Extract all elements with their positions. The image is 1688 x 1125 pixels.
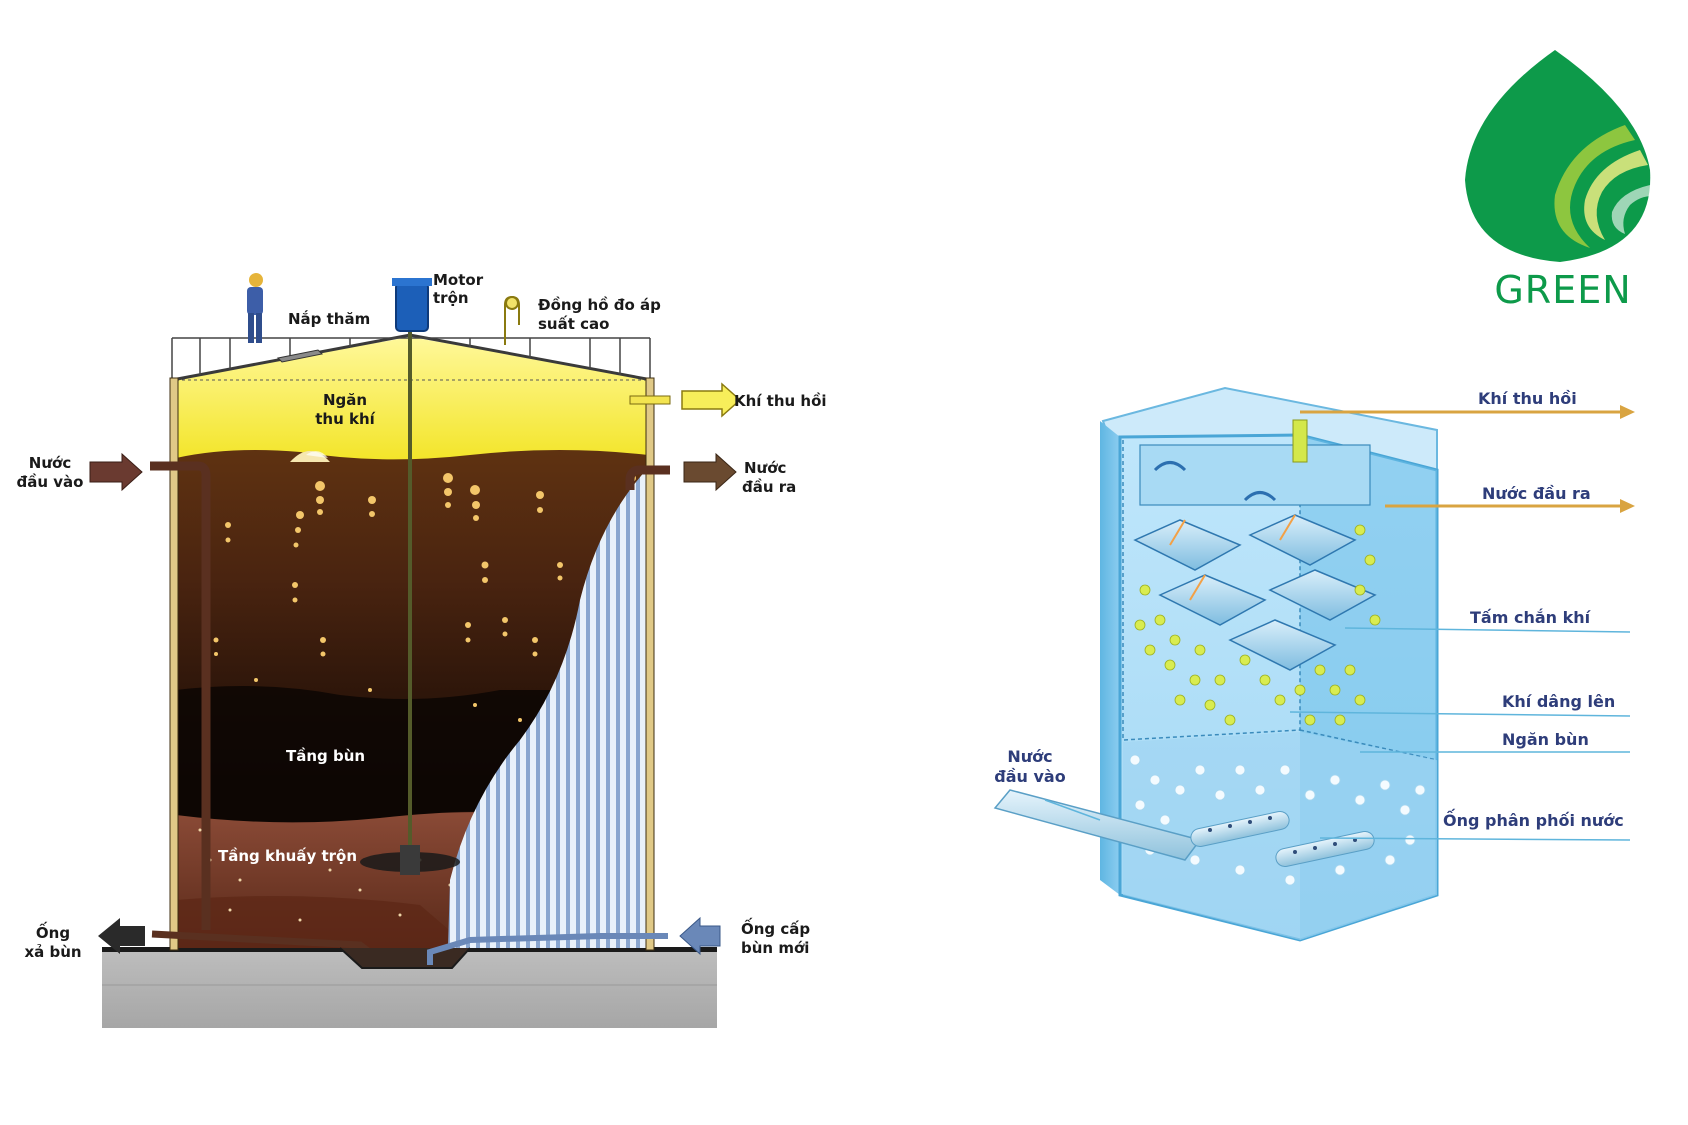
label-nuoc-dau-ra-line1: Nước: [744, 459, 787, 477]
label-ngan-thu-khi-line1: Ngăn: [322, 391, 368, 409]
label-tam-chan-khi: Tấm chắn khí: [1470, 608, 1591, 627]
label-khi-thu-hoi-right: Khí thu hồi: [1478, 389, 1577, 408]
arrow-ong-xa-bun-icon: [98, 918, 145, 954]
inlet-pipe: [150, 461, 211, 930]
arrow-nuoc-dau-ra-icon: [683, 452, 737, 492]
pressure-gauge-icon: [504, 295, 520, 345]
label-ong-phan-phoi-nuoc: Ống phân phối nước: [1443, 811, 1624, 830]
label-tang-bun: Tầng bùn: [286, 747, 366, 765]
arrow-nuoc-dau-vao-icon: [89, 452, 143, 492]
label-khi-dang-len: Khí dâng lên: [1502, 692, 1616, 711]
green-logo-icon: [1465, 50, 1652, 262]
sludge-cutaway: [448, 468, 648, 948]
outlet-pipe: [625, 465, 670, 490]
label-ong-xa-bun-line1: Ống: [35, 924, 71, 942]
label-ong-cap-bun-line1: Ống cấp: [741, 920, 811, 938]
worker-figure: [247, 273, 263, 343]
sump: [339, 947, 471, 969]
label-motor-line1: Motor: [433, 271, 484, 289]
fresh-sludge-pipe: [427, 933, 668, 965]
gas-baffles: [1133, 514, 1377, 671]
gas-outlet-pipe: [629, 395, 671, 405]
arrow-ong-cap-bun-icon: [679, 916, 721, 956]
gas-bubbles: [1134, 524, 1381, 726]
gas-collector: [1139, 444, 1371, 506]
label-khi-thu-hoi-left: Khí thu hồi: [734, 392, 827, 410]
label-nuoc-dau-vao-right-line1: Nước: [1007, 747, 1053, 766]
label-ong-cap-bun-line2: bùn mới: [741, 939, 810, 957]
label-nuoc-dau-vao-line2: đầu vào: [16, 473, 84, 491]
distribution-pipe: [993, 789, 1375, 868]
label-nuoc-dau-ra-line2: đầu ra: [742, 478, 797, 496]
label-ong-xa-bun-line2: xả bùn: [24, 943, 82, 961]
label-dong-ho-line1: Đồng hồ đo áp: [538, 296, 661, 314]
label-motor-line2: trộn: [433, 289, 469, 307]
arrow-nuoc-dau-ra-right-icon: [1385, 499, 1635, 513]
label-ngan-thu-khi-line2: thu khí: [315, 410, 375, 428]
motor-icon: [395, 282, 429, 332]
label-dong-ho-line2: suất cao: [538, 315, 610, 333]
label-tang-khuay-tron: Tầng khuấy trộn: [218, 847, 357, 865]
label-nap-tham: Nắp thăm: [288, 310, 371, 328]
water-bubbles: [1129, 754, 1426, 886]
arrow-khi-thu-hoi-right-icon: [1300, 405, 1635, 419]
label-nuoc-dau-vao-right-line2: đầu vào: [994, 767, 1066, 786]
gas-bubbles-sludge: [213, 473, 636, 722]
logo-text: GREEN: [1494, 268, 1632, 312]
label-ngan-bun: Ngăn bùn: [1502, 730, 1589, 749]
right-uasb-tank: [993, 386, 1635, 942]
sludge-layer: [176, 686, 560, 824]
tank-wall-right: [645, 377, 655, 951]
label-nuoc-dau-vao-line1: Nước: [28, 454, 72, 472]
pointer-lines: [1044, 627, 1631, 841]
tank-wall-left: [169, 377, 179, 951]
gas-outlet-valve-icon: [1292, 419, 1308, 463]
label-nuoc-dau-ra-right: Nước đầu ra: [1482, 484, 1591, 503]
sludge-zone: [1123, 732, 1437, 940]
arrow-khi-thu-hoi-icon: [681, 382, 742, 418]
manhole-cover-icon: [276, 349, 324, 363]
left-digester: [89, 273, 742, 1028]
